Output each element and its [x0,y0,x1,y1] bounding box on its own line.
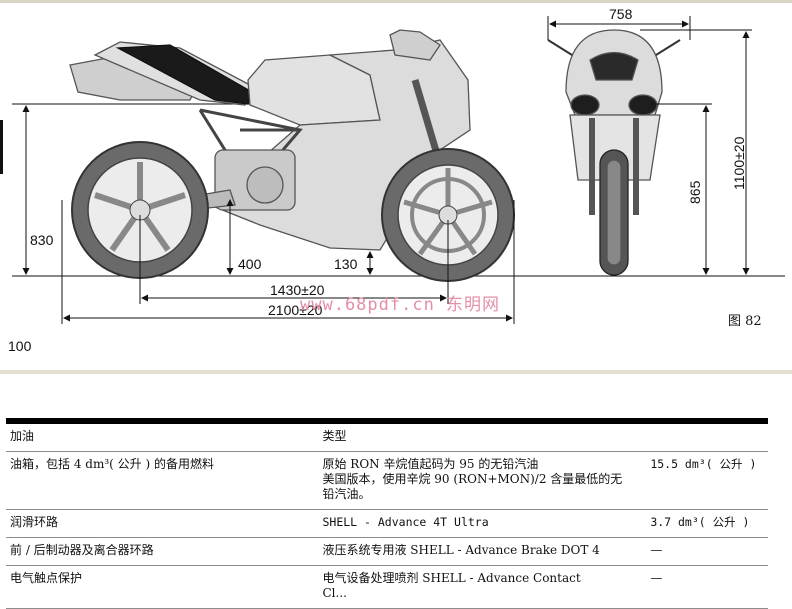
type-line: 液压系统专用液 SHELL - Advance Brake DOT 4 [322,543,600,557]
watermark: www.68pdf.cn 东明网 [300,295,501,315]
row-lubrication-type: SHELL - Advance 4T Ultra [318,509,647,538]
page-number: 100 [8,338,32,354]
section-divider [0,370,792,374]
table-row: 电气触点保护 电气设备处理喷剂 SHELL - Advance Contact … [6,565,768,609]
header-refuelling: 加油 [6,424,319,452]
row-brake-clutch-item: 前 / 后制动器及离合器环路 [6,537,319,566]
dim-fairing-clearance: 130 [334,256,358,272]
row-electrical-qty: — [646,565,768,609]
type-line: 铅汽油。 [322,487,371,501]
row-fuel-tank-type: 原始 RON 辛烷值起码为 95 的无铅汽油 美国版本，使用辛烷 90 (RON… [318,451,647,510]
table-top-rule [6,418,768,424]
front-wheel [381,148,515,282]
row-fuel-tank-qty: 15.5 dm³( 公升 ) [646,451,768,510]
side-tab-marker [0,120,3,174]
type-line: 电气设备处理喷剂 SHELL - Advance Contact [322,571,581,585]
fluids-table: 加油 类型 油箱，包括 4 dm³( 公升 ) 的备用燃料 原始 RON 辛烷值… [6,424,768,609]
dim-frame-clearance: 400 [238,256,262,272]
row-electrical-type: 电气设备处理喷剂 SHELL - Advance Contact Cl... [318,565,647,609]
row-brake-clutch-qty: — [646,537,768,566]
figure-caption: 图 82 [728,314,762,329]
rear-wheel [71,141,209,279]
type-line: 原始 RON 辛烷值起码为 95 的无铅汽油 [322,457,539,471]
dim-headlight-height: 865 [687,180,703,204]
front-view-motorcycle [547,29,681,276]
table-row: 润滑环路 SHELL - Advance 4T Ultra 3.7 dm³( 公… [6,509,768,538]
dim-wheelbase: 1430±20 [270,282,325,298]
header-quantity [646,424,768,452]
row-electrical-item: 电气触点保护 [6,565,319,609]
dim-seat-height: 830 [30,232,54,248]
dim-total-height: 1100±20 [731,136,747,190]
row-fuel-tank-item: 油箱，包括 4 dm³( 公升 ) 的备用燃料 [6,451,319,510]
dim-total-length: 2100±20 [268,302,323,318]
type-line: Cl... [322,586,347,600]
table-header-row: 加油 类型 [6,424,768,452]
top-rule [0,0,792,3]
type-line: SHELL - Advance 4T Ultra [322,515,489,529]
row-brake-clutch-type: 液压系统专用液 SHELL - Advance Brake DOT 4 [318,537,647,566]
type-line: 美国版本，使用辛烷 90 (RON+MON)/2 含量最低的无 [322,472,623,486]
table-row: 油箱，包括 4 dm³( 公升 ) 的备用燃料 原始 RON 辛烷值起码为 95… [6,451,768,510]
row-lubrication-qty: 3.7 dm³( 公升 ) [646,509,768,538]
row-lubrication-item: 润滑环路 [6,509,319,538]
header-type: 类型 [318,424,647,452]
dim-front-width: 758 [609,6,633,22]
table-row: 前 / 后制动器及离合器环路 液压系统专用液 SHELL - Advance B… [6,537,768,566]
motorcycle-dimension-figure [12,16,785,324]
